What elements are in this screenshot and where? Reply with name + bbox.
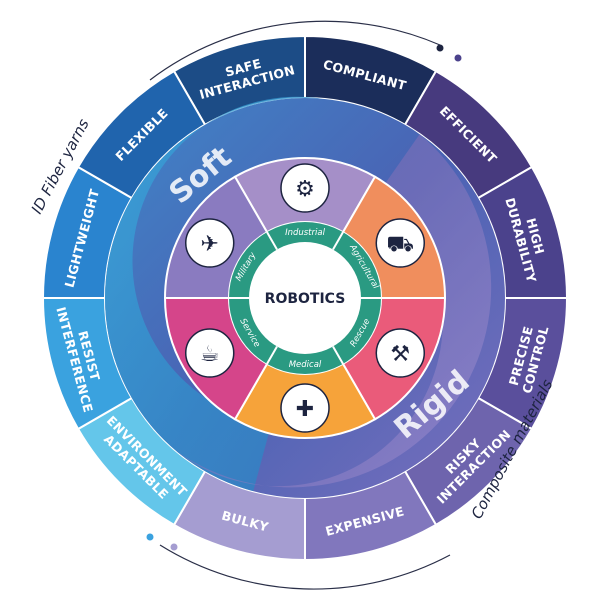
surgical-robot-icon: ✚ [280,383,330,433]
rescue-robot-icon: ⚒ [375,328,426,378]
svg-text:✚: ✚ [296,397,314,422]
arc-dot [146,533,154,541]
center-ring-divider [266,231,278,251]
application-wheel: ⚙ ⛟ ⚒ ✚ ☕ ✈ [163,157,447,439]
drone-icon: ✈ [184,218,235,268]
arc-dot [454,54,462,62]
svg-text:⚙: ⚙ [295,177,315,202]
svg-text:☕: ☕ [200,342,220,367]
application-label: Medical [289,360,322,370]
svg-text:✈: ✈ [201,232,219,257]
outer-arc-bottom [159,544,451,590]
tractor-icon: ⛟ [375,218,426,268]
robot-arm-icon: ⚙ [280,163,330,213]
outer-arc-top [149,20,441,81]
svg-text:⚒: ⚒ [390,342,410,367]
center-ring-divider [332,231,344,251]
application-label: Industrial [285,228,326,238]
center-disc [249,242,361,354]
center-ring-divider [332,345,344,365]
center-ring-divider [266,345,278,365]
svg-text:⛟: ⛟ [386,232,414,257]
soft-region [105,96,323,492]
service-robot-icon: ☕ [184,328,235,378]
arc-dot [170,543,178,551]
arc-dot [436,44,444,52]
center-label: ROBOTICS [265,291,346,307]
